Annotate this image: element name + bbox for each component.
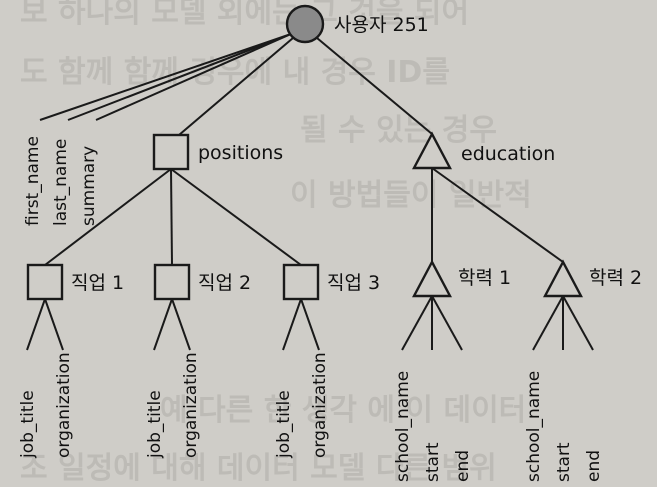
edge-job-2-leaf-0	[153, 298, 173, 351]
leaf-end: end	[584, 450, 604, 482]
edge-positions-job-3	[170, 168, 302, 266]
education-node	[412, 131, 452, 170]
svg-text:이 방법들이 일반적: 이 방법들이 일반적	[290, 178, 532, 213]
job-node-3	[282, 263, 320, 301]
leaf-school_name: school_name	[524, 371, 544, 482]
job-node-1	[26, 263, 64, 301]
leaf-end: end	[453, 450, 473, 482]
leaf-job_title: job_title	[18, 390, 38, 459]
edge-edu-1-leaf-2	[431, 295, 463, 351]
edge-root-last_name	[67, 33, 292, 121]
edge-edu-2-leaf-0	[532, 295, 564, 351]
svg-text:보 하나의 모델 외에는 그 것을 되어: 보 하나의 모델 외에는 그 것을 되어	[20, 0, 469, 30]
leaf-start: start	[423, 442, 443, 482]
job-label-2: 직업 2	[198, 272, 251, 294]
edge-positions-job-1	[44, 168, 172, 266]
svg-text:도 함께 함께 경우에 내 경우 ID를: 도 함께 함께 경우에 내 경우 ID를	[20, 55, 450, 90]
job-label-3: 직업 3	[327, 272, 380, 294]
background-bleed-text: 보 하나의 모델 외에는 그 것을 되어 도 함께 함께 경우에 내 경우 ID…	[20, 0, 532, 486]
leaf-summary: summary	[79, 146, 99, 226]
positions-node	[152, 133, 190, 171]
edu-label-1: 학력 1	[458, 267, 511, 289]
svg-text:될 수 있는 경우: 될 수 있는 경우	[300, 113, 497, 148]
edge-job-1-leaf-0	[26, 298, 46, 351]
tree-nodes: first_name last_name summary 사용자 251 positio…	[18, 4, 642, 482]
svg-text:조 일정에 대해 데이터 모델 다른 범위: 조 일정에 대해 데이터 모델 다른 범위	[20, 451, 497, 486]
edu-node-1	[412, 259, 452, 298]
svg-text:예 다른 한 생각 에 이 데이터: 예 다른 한 생각 에 이 데이터	[160, 393, 526, 428]
positions-label: positions	[198, 142, 283, 164]
edge-root-first_name	[39, 33, 292, 121]
edge-job-3-leaf-1	[300, 298, 320, 351]
edge-education-edu-2	[431, 167, 564, 263]
leaf-last_name: last_name	[51, 139, 71, 226]
leaf-start: start	[554, 442, 574, 482]
edge-root-summary	[95, 33, 292, 121]
edge-edu-2-leaf-2	[562, 295, 594, 351]
leaf-first_name: first_name	[23, 136, 43, 226]
edge-positions-job-2	[170, 168, 173, 266]
edge-edu-1-leaf-0	[401, 295, 433, 351]
edu-label-2: 학력 2	[589, 267, 642, 289]
leaf-organization: organization	[54, 352, 74, 458]
edge-root-positions	[178, 37, 294, 136]
job-label-1: 직업 1	[71, 272, 124, 294]
leaf-school_name: school_name	[393, 371, 413, 482]
edge-job-2-leaf-1	[171, 298, 191, 351]
leaf-organization: organization	[310, 352, 330, 458]
education-label: education	[461, 143, 555, 165]
root-label: 사용자 251	[334, 14, 429, 36]
edu-node-2	[543, 259, 583, 298]
root-node	[285, 4, 325, 44]
edge-job-3-leaf-0	[282, 298, 302, 351]
edge-job-1-leaf-1	[44, 298, 64, 351]
leaf-organization: organization	[181, 352, 201, 458]
leaf-job_title: job_title	[145, 390, 165, 459]
edge-root-education	[316, 37, 433, 135]
leaf-job_title: job_title	[274, 390, 294, 459]
job-node-2	[153, 263, 191, 301]
tree-edges	[26, 33, 594, 351]
